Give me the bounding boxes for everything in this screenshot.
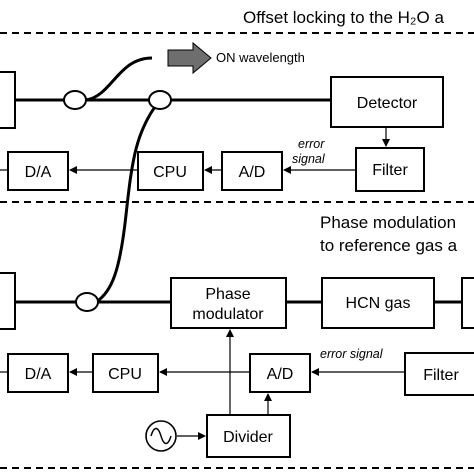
detector-box-bottom (461, 277, 474, 329)
filter-box-bottom (404, 352, 474, 396)
error-signal-label-line1: error (298, 137, 325, 151)
divider-label: Divider (223, 429, 273, 446)
filter-box-top (355, 147, 425, 192)
phase-modulator-box (170, 277, 287, 329)
phase-modulator-label-line2: modulator (192, 306, 264, 323)
divider-box (206, 414, 291, 458)
section-bottom-title-line1: Phase modulation (320, 213, 456, 232)
section-top-title: Offset locking to the H₂O a (243, 8, 444, 27)
hcn-gas-box (321, 277, 435, 329)
filter-label-top: Filter (372, 162, 408, 179)
on-wavelength-label: ON wavelength (216, 50, 305, 65)
coupler-bottom (75, 292, 99, 312)
error-signal-label-bottom: error signal (320, 347, 384, 361)
ad-label-bottom: A/D (267, 366, 294, 383)
fiber-cross-link (95, 99, 162, 304)
filter-label-bottom: Filter (423, 367, 459, 384)
da-box-top (7, 151, 69, 191)
detector-box (330, 76, 444, 128)
coupler-top-2 (148, 90, 172, 110)
cpu-box-bottom (92, 353, 159, 393)
da-label-bottom: D/A (25, 366, 52, 383)
da-box-bottom (7, 353, 69, 393)
laser-box-top (0, 71, 16, 129)
cpu-label-bottom: CPU (108, 366, 142, 383)
hcn-gas-label: HCN gas (346, 295, 411, 312)
ad-box-top (221, 151, 283, 191)
da-label-top: D/A (25, 164, 52, 181)
phase-modulator-label-line1: Phase (205, 286, 250, 303)
ad-box-bottom (249, 353, 311, 393)
ad-label-top: A/D (239, 164, 266, 181)
section-bottom-title-line2: to reference gas a (320, 236, 458, 255)
coupler-top-1 (63, 90, 87, 110)
detector-label: Detector (357, 95, 418, 112)
cpu-label-top: CPU (153, 164, 187, 181)
sine-wave-source-icon (145, 420, 177, 452)
fiber-branch-on (85, 56, 153, 102)
laser-box-bottom (0, 272, 16, 330)
error-signal-label-line2: signal (292, 152, 326, 166)
cpu-box-top (137, 151, 204, 191)
arrow-right-icon (167, 41, 212, 75)
